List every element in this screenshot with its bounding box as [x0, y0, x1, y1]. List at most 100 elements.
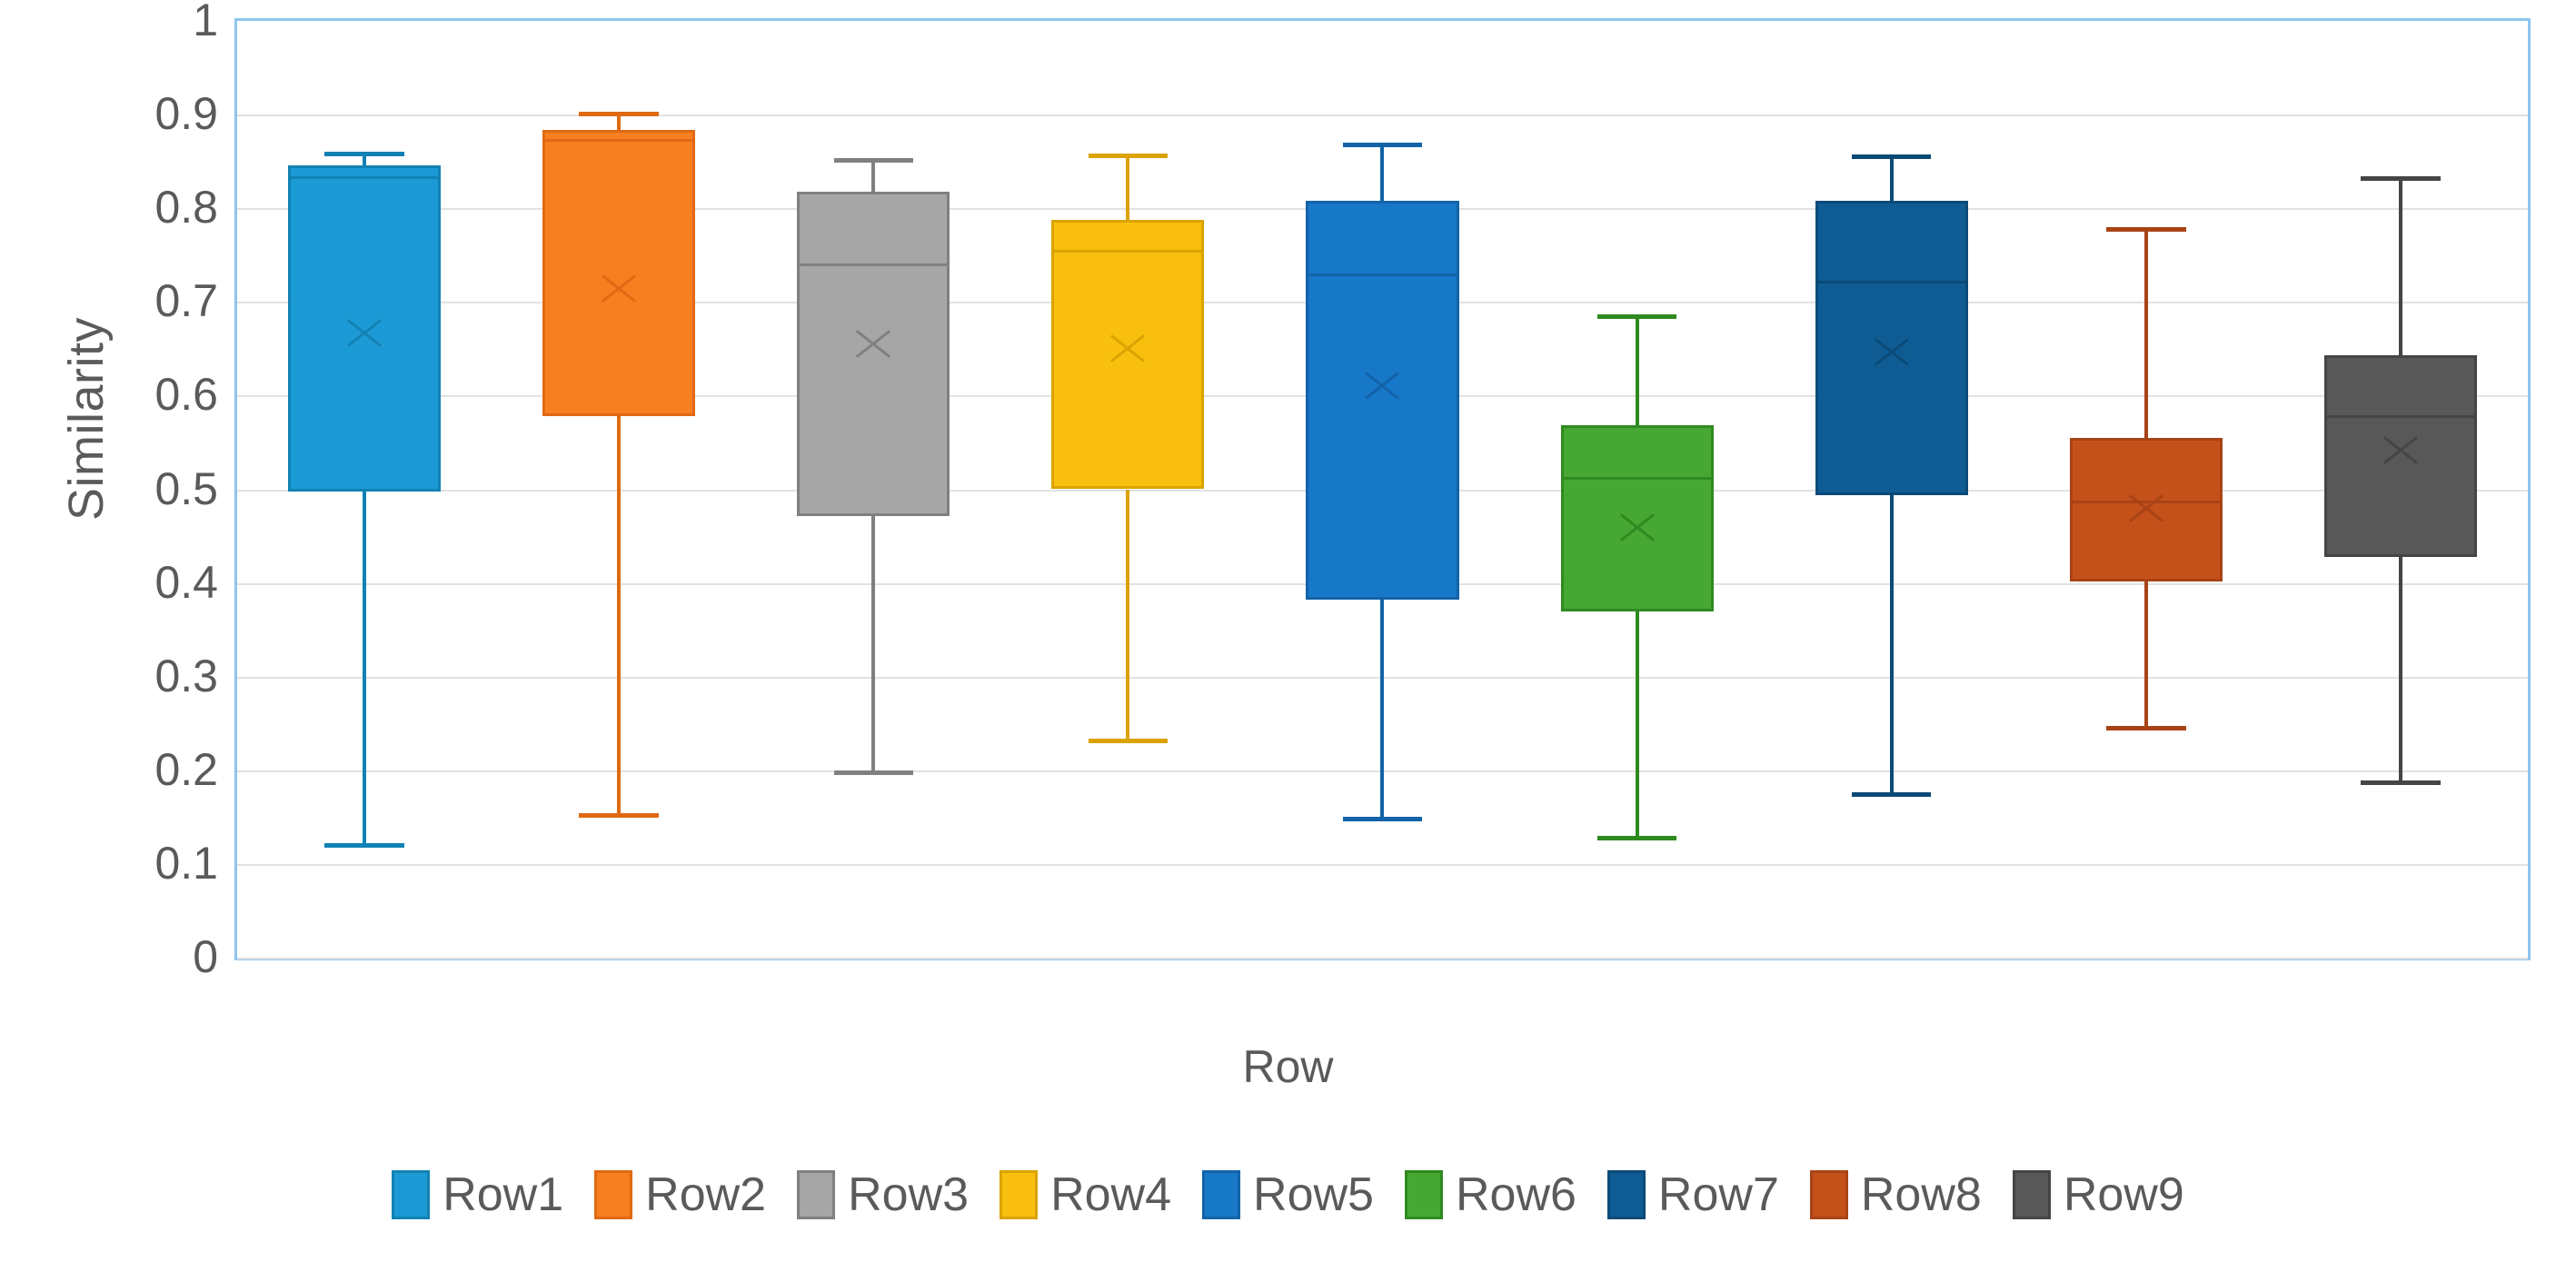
upper-whisker-cap [833, 157, 913, 163]
median-line [797, 263, 950, 267]
lower-whisker-line [1126, 489, 1130, 740]
box-plot-row3[interactable] [797, 21, 950, 958]
legend-swatch-icon [1606, 1170, 1646, 1219]
mean-marker-x-icon [1107, 326, 1149, 368]
legend-swatch-icon [392, 1170, 431, 1219]
legend-label: Row6 [1455, 1168, 1576, 1221]
upper-whisker-line [1126, 155, 1130, 220]
legend-swatch-icon [1404, 1170, 1443, 1219]
lower-whisker-line [1380, 600, 1385, 820]
lower-whisker-cap [579, 813, 659, 819]
legend-label: Row5 [1253, 1168, 1374, 1221]
upper-whisker-cap [2106, 226, 2186, 232]
iqr-box[interactable] [542, 129, 696, 417]
upper-whisker-cap [1596, 313, 1677, 319]
upper-whisker-line [617, 114, 622, 130]
box-plot-row2[interactable] [542, 21, 696, 958]
box-plot-row1[interactable] [288, 21, 442, 958]
upper-whisker-cap [2361, 176, 2441, 182]
mean-marker-x-icon [1361, 363, 1403, 405]
legend-item-row2[interactable]: Row2 [594, 1168, 766, 1222]
lower-whisker-line [2143, 581, 2148, 729]
gridline [237, 958, 2528, 959]
y-axis-tick: 0.6 [154, 369, 218, 421]
legend-item-row9[interactable]: Row9 [2012, 1168, 2184, 1222]
x-axis-title: Row [1242, 1041, 1334, 1092]
iqr-box[interactable] [1051, 219, 1205, 490]
lower-whisker-line [871, 516, 876, 772]
iqr-box[interactable] [1306, 200, 1459, 601]
upper-whisker-cap [1342, 143, 1423, 148]
upper-whisker-line [1380, 144, 1385, 201]
y-axis-tick: 0.8 [154, 182, 218, 234]
mean-marker-x-icon [1871, 330, 1913, 372]
legend-swatch-icon [1000, 1170, 1039, 1219]
mean-marker-x-icon [598, 266, 640, 308]
lower-whisker-cap [833, 770, 913, 775]
legend-swatch-icon [1809, 1170, 1848, 1219]
iqr-box[interactable] [797, 191, 950, 517]
legend-label: Row8 [1860, 1168, 1982, 1221]
box-plot-row8[interactable] [2069, 21, 2223, 958]
lower-whisker-cap [324, 843, 404, 849]
upper-whisker-line [871, 159, 876, 192]
legend-swatch-icon [594, 1170, 633, 1219]
legend-item-row1[interactable]: Row1 [392, 1168, 563, 1222]
upper-whisker-cap [324, 152, 404, 157]
mean-marker-x-icon [343, 311, 385, 353]
legend-label: Row1 [443, 1168, 564, 1221]
upper-whisker-cap [1088, 154, 1169, 159]
mean-marker-x-icon [2380, 428, 2422, 470]
box-plot-row5[interactable] [1306, 21, 1459, 958]
legend-item-row7[interactable]: Row7 [1606, 1168, 1779, 1222]
y-axis-tick: 1 [193, 0, 218, 45]
lower-whisker-line [2398, 556, 2402, 783]
upper-whisker-line [1889, 156, 1894, 201]
lower-whisker-cap [1342, 817, 1423, 822]
mean-marker-x-icon [1616, 505, 1658, 547]
lower-whisker-line [617, 416, 622, 816]
lower-whisker-cap [2361, 780, 2441, 786]
upper-whisker-line [2398, 178, 2402, 356]
median-line [288, 176, 442, 180]
gridline [237, 863, 2528, 866]
legend-label: Row2 [645, 1168, 767, 1221]
iqr-box[interactable] [1560, 425, 1714, 611]
median-line [1306, 273, 1459, 277]
legend-item-row8[interactable]: Row8 [1809, 1168, 1982, 1222]
upper-whisker-line [1635, 315, 1639, 426]
median-line [2323, 415, 2477, 419]
iqr-box[interactable] [288, 164, 442, 492]
y-axis-tick: 0.9 [154, 88, 218, 140]
y-axis-tick: 0.5 [154, 462, 218, 514]
mean-marker-x-icon [852, 322, 894, 363]
legend-label: Row4 [1050, 1168, 1172, 1221]
iqr-box[interactable] [1815, 200, 1968, 495]
median-line [542, 138, 696, 142]
upper-whisker-line [2143, 228, 2148, 438]
legend-item-row6[interactable]: Row6 [1404, 1168, 1576, 1222]
upper-whisker-cap [1852, 154, 1932, 160]
legend-label: Row9 [2063, 1168, 2184, 1221]
median-line [1815, 280, 1968, 283]
box-plot-row9[interactable] [2323, 21, 2477, 958]
legend-item-row5[interactable]: Row5 [1202, 1168, 1374, 1222]
chart-legend: Row1 Row2 Row3 Row4 Row5 Row6 Row7 Row8 Row9 [0, 1168, 2576, 1222]
iqr-box[interactable] [2323, 355, 2477, 557]
box-plot-row4[interactable] [1051, 21, 1205, 958]
legend-item-row4[interactable]: Row4 [1000, 1168, 1171, 1222]
lower-whisker-cap [2106, 726, 2186, 731]
y-axis-tick: 0.2 [154, 743, 218, 795]
gridline [237, 114, 2528, 117]
median-line [1051, 249, 1205, 253]
legend-swatch-icon [797, 1170, 836, 1219]
lower-whisker-cap [1596, 836, 1677, 841]
mean-marker-x-icon [2125, 486, 2167, 528]
box-plot-row7[interactable] [1815, 21, 1968, 958]
lower-whisker-line [1889, 494, 1894, 794]
box-plot-row6[interactable] [1560, 21, 1714, 958]
legend-label: Row3 [848, 1168, 970, 1221]
legend-item-row3[interactable]: Row3 [797, 1168, 969, 1222]
